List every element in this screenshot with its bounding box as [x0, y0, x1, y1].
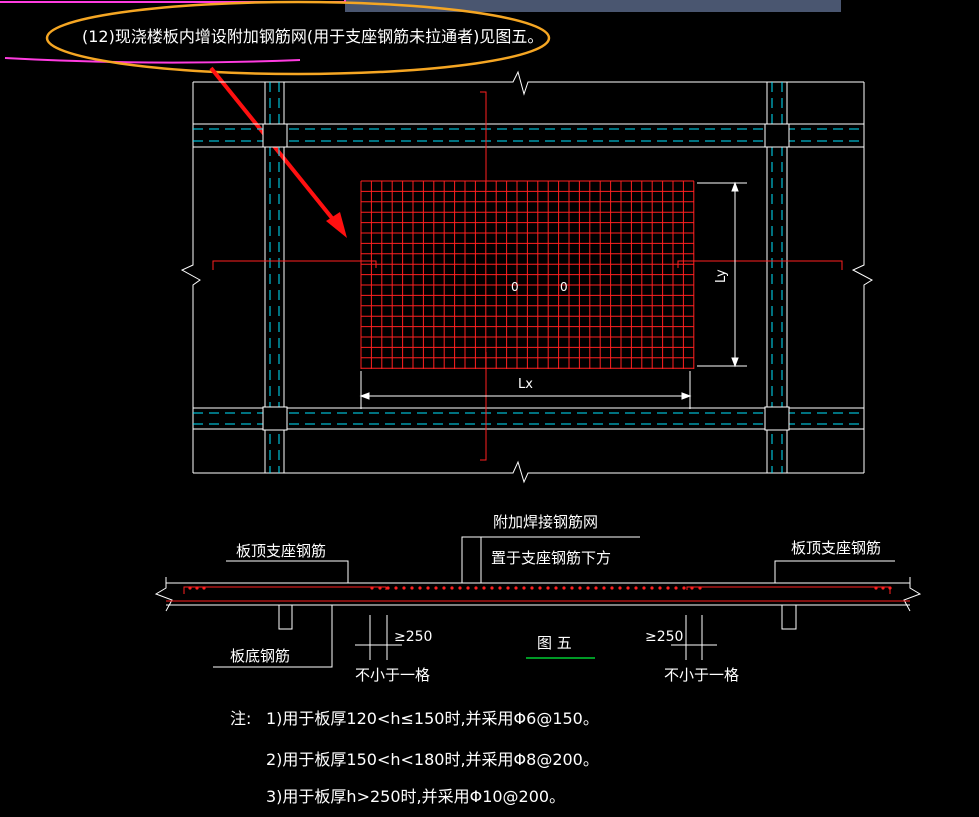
mesh-bar-section — [410, 586, 414, 590]
mesh-bar-section — [888, 586, 892, 590]
label-mesh-line1: 附加焊接钢筋网 — [493, 513, 598, 531]
notes-block: 注: 1)用于板厚120<h≤150时,并采用Φ6@150。 2)用于板厚150… — [230, 709, 599, 806]
mesh-bar-section — [674, 586, 678, 590]
mesh-bar-section — [562, 586, 566, 590]
mesh-bar-section — [418, 586, 422, 590]
mesh-bar-section — [386, 586, 390, 590]
section-slab — [154, 577, 922, 630]
dimension-ly — [697, 181, 747, 368]
dimension-ly-label: Ly — [714, 269, 729, 283]
mesh-bar-section — [514, 586, 518, 590]
plan-outline — [180, 70, 874, 484]
dim-left-250-label: ≥250 — [394, 629, 432, 645]
dim-right-250 — [671, 615, 717, 660]
mesh-bar-section — [658, 586, 662, 590]
columns — [262, 123, 790, 431]
top-toolbar-strip — [345, 0, 841, 12]
mesh-bar-section — [626, 586, 630, 590]
mesh-bar-section — [474, 586, 478, 590]
mesh-bar-section — [594, 586, 598, 590]
mesh-bar-section — [530, 586, 534, 590]
mesh-bar-section — [618, 586, 622, 590]
top-beam — [193, 123, 864, 148]
figure-label: 图 五 — [537, 634, 572, 652]
mesh-bar-section — [698, 586, 702, 590]
mesh-bar-section — [586, 586, 590, 590]
mesh-bar-section — [634, 586, 638, 590]
column-bottom-left — [262, 406, 288, 431]
section-leaders — [213, 536, 895, 668]
mesh-bar-section — [650, 586, 654, 590]
highlight-ellipse — [45, 0, 551, 76]
column-top-left — [262, 123, 288, 148]
mesh-bar-section — [188, 586, 192, 590]
mesh-bar-section — [434, 586, 438, 590]
label-top-rebar-right: 板顶支座钢筋 — [791, 539, 881, 557]
section-mesh-bars — [188, 586, 892, 590]
mesh-bar-section — [370, 586, 374, 590]
mesh-bar-section — [442, 586, 446, 590]
dim-left-250 — [355, 615, 402, 660]
title-note: (12)现浇楼板内增设附加钢筋网(用于支座钢筋未拉通者)见图五。 — [82, 27, 543, 46]
mesh-bar-section — [202, 586, 206, 590]
mesh-bar-section — [642, 586, 646, 590]
bottom-beam — [193, 407, 864, 430]
column-top-right — [764, 123, 790, 148]
mesh-bar-section — [378, 586, 382, 590]
mesh-bar-section — [506, 586, 510, 590]
mesh-bar-section — [881, 586, 885, 590]
min-one-grid-left: 不小于一格 — [355, 666, 430, 684]
section-top-rebars — [166, 586, 910, 602]
center-mark-right: 0 — [560, 280, 568, 294]
mesh-bar-section — [498, 586, 502, 590]
mesh-bar-section — [610, 586, 614, 590]
mesh-bar-section — [682, 586, 686, 590]
magenta-underline — [4, 57, 301, 64]
mesh-bar-section — [570, 586, 574, 590]
mesh-bar-section — [554, 586, 558, 590]
dimension-lx-label: Lx — [518, 377, 533, 392]
notes-prefix: 注: — [230, 709, 251, 728]
pointer-arrow — [209, 66, 347, 238]
mesh-bar-section — [482, 586, 486, 590]
plan-view: 0 0 Lx Ly — [180, 70, 874, 484]
note-line-2: 2)用于板厚150<h<180时,并采用Φ8@200。 — [266, 750, 599, 769]
mesh-bar-section — [490, 586, 494, 590]
min-one-grid-right: 不小于一格 — [664, 666, 739, 684]
dimension-lx — [359, 371, 692, 409]
mesh-bar-section — [394, 586, 398, 590]
mesh-bar-section — [602, 586, 606, 590]
label-top-rebar-left: 板顶支座钢筋 — [236, 542, 326, 560]
label-bottom-rebar: 板底钢筋 — [230, 647, 290, 665]
label-mesh-line2: 置于支座钢筋下方 — [491, 549, 611, 567]
center-mark-left: 0 — [511, 280, 519, 294]
mesh-bar-section — [538, 586, 542, 590]
additional-rebar-mesh — [360, 180, 695, 369]
mesh-bar-section — [402, 586, 406, 590]
mesh-bar-section — [578, 586, 582, 590]
dim-right-250-label: ≥250 — [645, 629, 683, 645]
mesh-bar-section — [450, 586, 454, 590]
section-view: 附加焊接钢筋网 置于支座钢筋下方 板顶支座钢筋 板顶支座钢筋 板底钢筋 ≥250… — [154, 513, 922, 684]
note-line-3: 3)用于板厚h>250时,并采用Φ10@200。 — [266, 787, 565, 806]
mesh-bar-section — [426, 586, 430, 590]
mesh-bar-section — [522, 586, 526, 590]
mesh-bar-section — [690, 586, 694, 590]
mesh-bar-section — [874, 586, 878, 590]
mesh-bar-section — [195, 586, 199, 590]
mesh-bar-section — [546, 586, 550, 590]
mesh-bar-section — [466, 586, 470, 590]
mesh-bar-section — [458, 586, 462, 590]
column-bottom-right — [764, 406, 790, 431]
note-line-1: 1)用于板厚120<h≤150时,并采用Φ6@150。 — [266, 709, 599, 728]
mesh-bar-section — [666, 586, 670, 590]
